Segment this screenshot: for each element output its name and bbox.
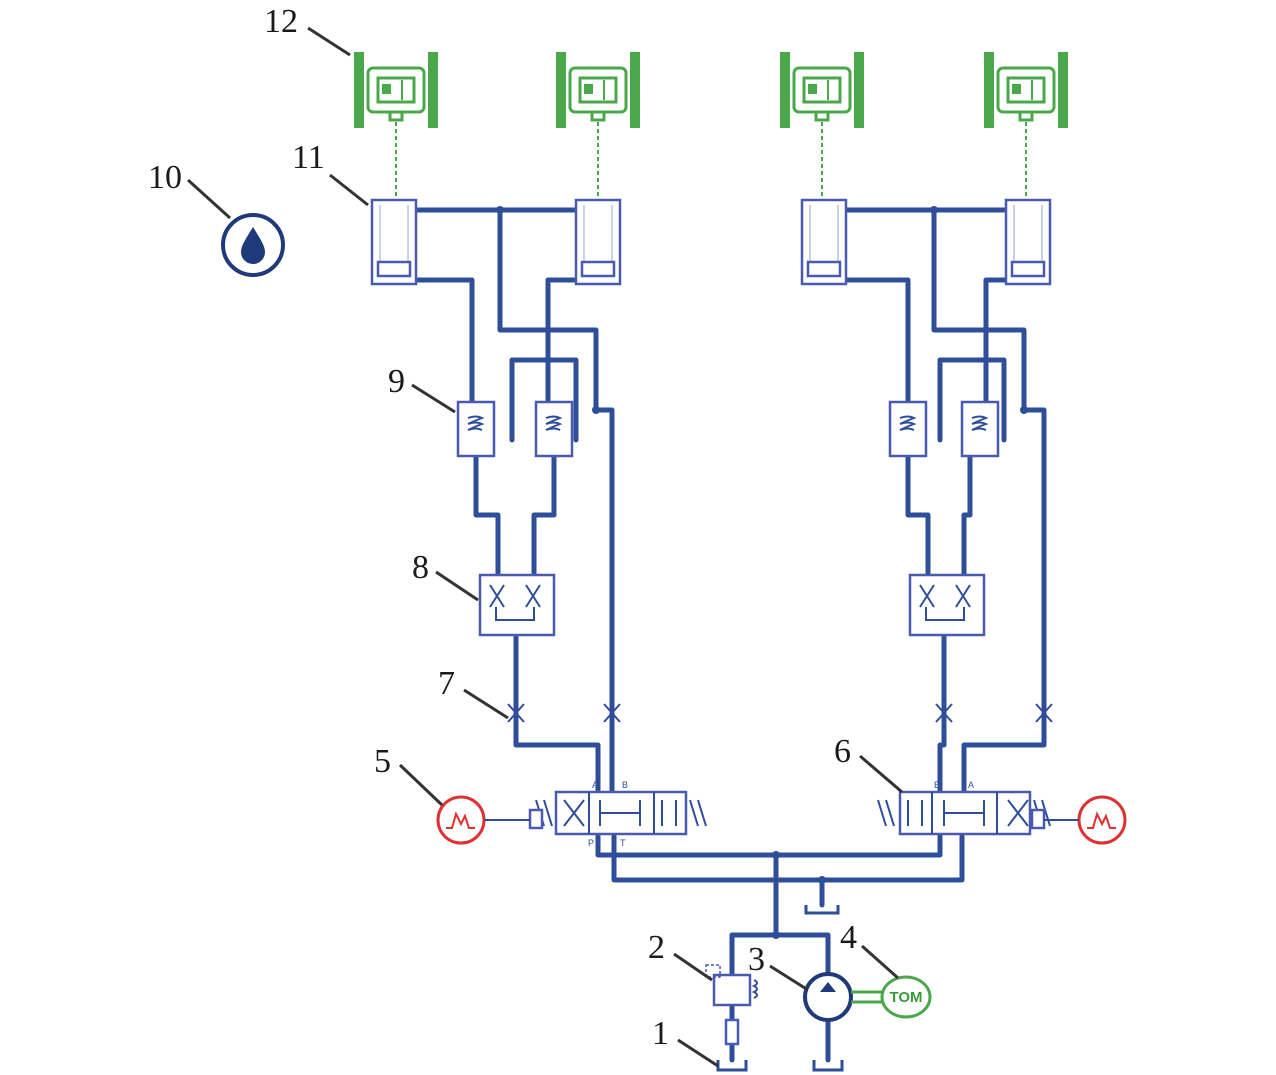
- label-2: 2: [648, 929, 665, 966]
- port-b-right: B: [934, 780, 940, 790]
- cylinder-1: [370, 198, 418, 286]
- wheel-actuator-3: [780, 52, 864, 128]
- callouts: 12 11 10 9 8 7 5 6 2 3 4 1: [148, 3, 903, 1068]
- port-p-left: P: [588, 838, 594, 848]
- pump: [803, 972, 882, 1022]
- port-t-left: T: [620, 838, 626, 848]
- relief-valve: [705, 964, 758, 1046]
- motor-icon: TOM: [880, 975, 932, 1019]
- signal-source-right: [1044, 795, 1127, 845]
- directional-valve-left: [528, 790, 707, 836]
- pressure-valve-2: [534, 400, 574, 458]
- label-10: 10: [148, 159, 182, 196]
- pressure-valve-1: [456, 400, 496, 458]
- wheel-actuator-2: [556, 52, 640, 128]
- cylinder-3: [800, 198, 848, 286]
- label-1: 1: [652, 1015, 669, 1052]
- signal-source-left: [436, 795, 530, 845]
- label-7: 7: [438, 665, 455, 702]
- tank-icon-2: [812, 1060, 844, 1072]
- label-11: 11: [292, 139, 325, 176]
- tank-icon-mid: [804, 905, 840, 915]
- label-9: 9: [388, 363, 405, 400]
- junction-dots: [496, 206, 1028, 939]
- pressure-valve-4: [960, 400, 1000, 458]
- port-a-right: A: [968, 780, 974, 790]
- cylinder-2: [574, 198, 622, 286]
- label-8: 8: [412, 549, 429, 586]
- pressure-valve-3: [888, 400, 928, 458]
- label-5: 5: [374, 743, 391, 780]
- port-a-left: A: [592, 780, 598, 790]
- port-b-left: B: [622, 780, 628, 790]
- label-3: 3: [748, 941, 765, 978]
- motor-label: TOM: [889, 989, 922, 1006]
- wheel-actuator-4: [984, 52, 1068, 128]
- directional-valve-right: [877, 790, 1051, 836]
- label-6: 6: [834, 733, 851, 770]
- valve-port-labels: A B P T B A: [588, 780, 974, 848]
- oil-drop-icon: [221, 213, 285, 277]
- label-12: 12: [264, 3, 298, 40]
- proportional-valve-right: [908, 573, 986, 637]
- wheel-actuator-1: [354, 52, 438, 128]
- label-4: 4: [840, 919, 857, 956]
- throttle-valves: [507, 703, 1053, 723]
- cylinder-4: [1004, 198, 1052, 286]
- proportional-valve-left: [478, 573, 556, 637]
- hydraulic-lines: [413, 207, 1047, 1063]
